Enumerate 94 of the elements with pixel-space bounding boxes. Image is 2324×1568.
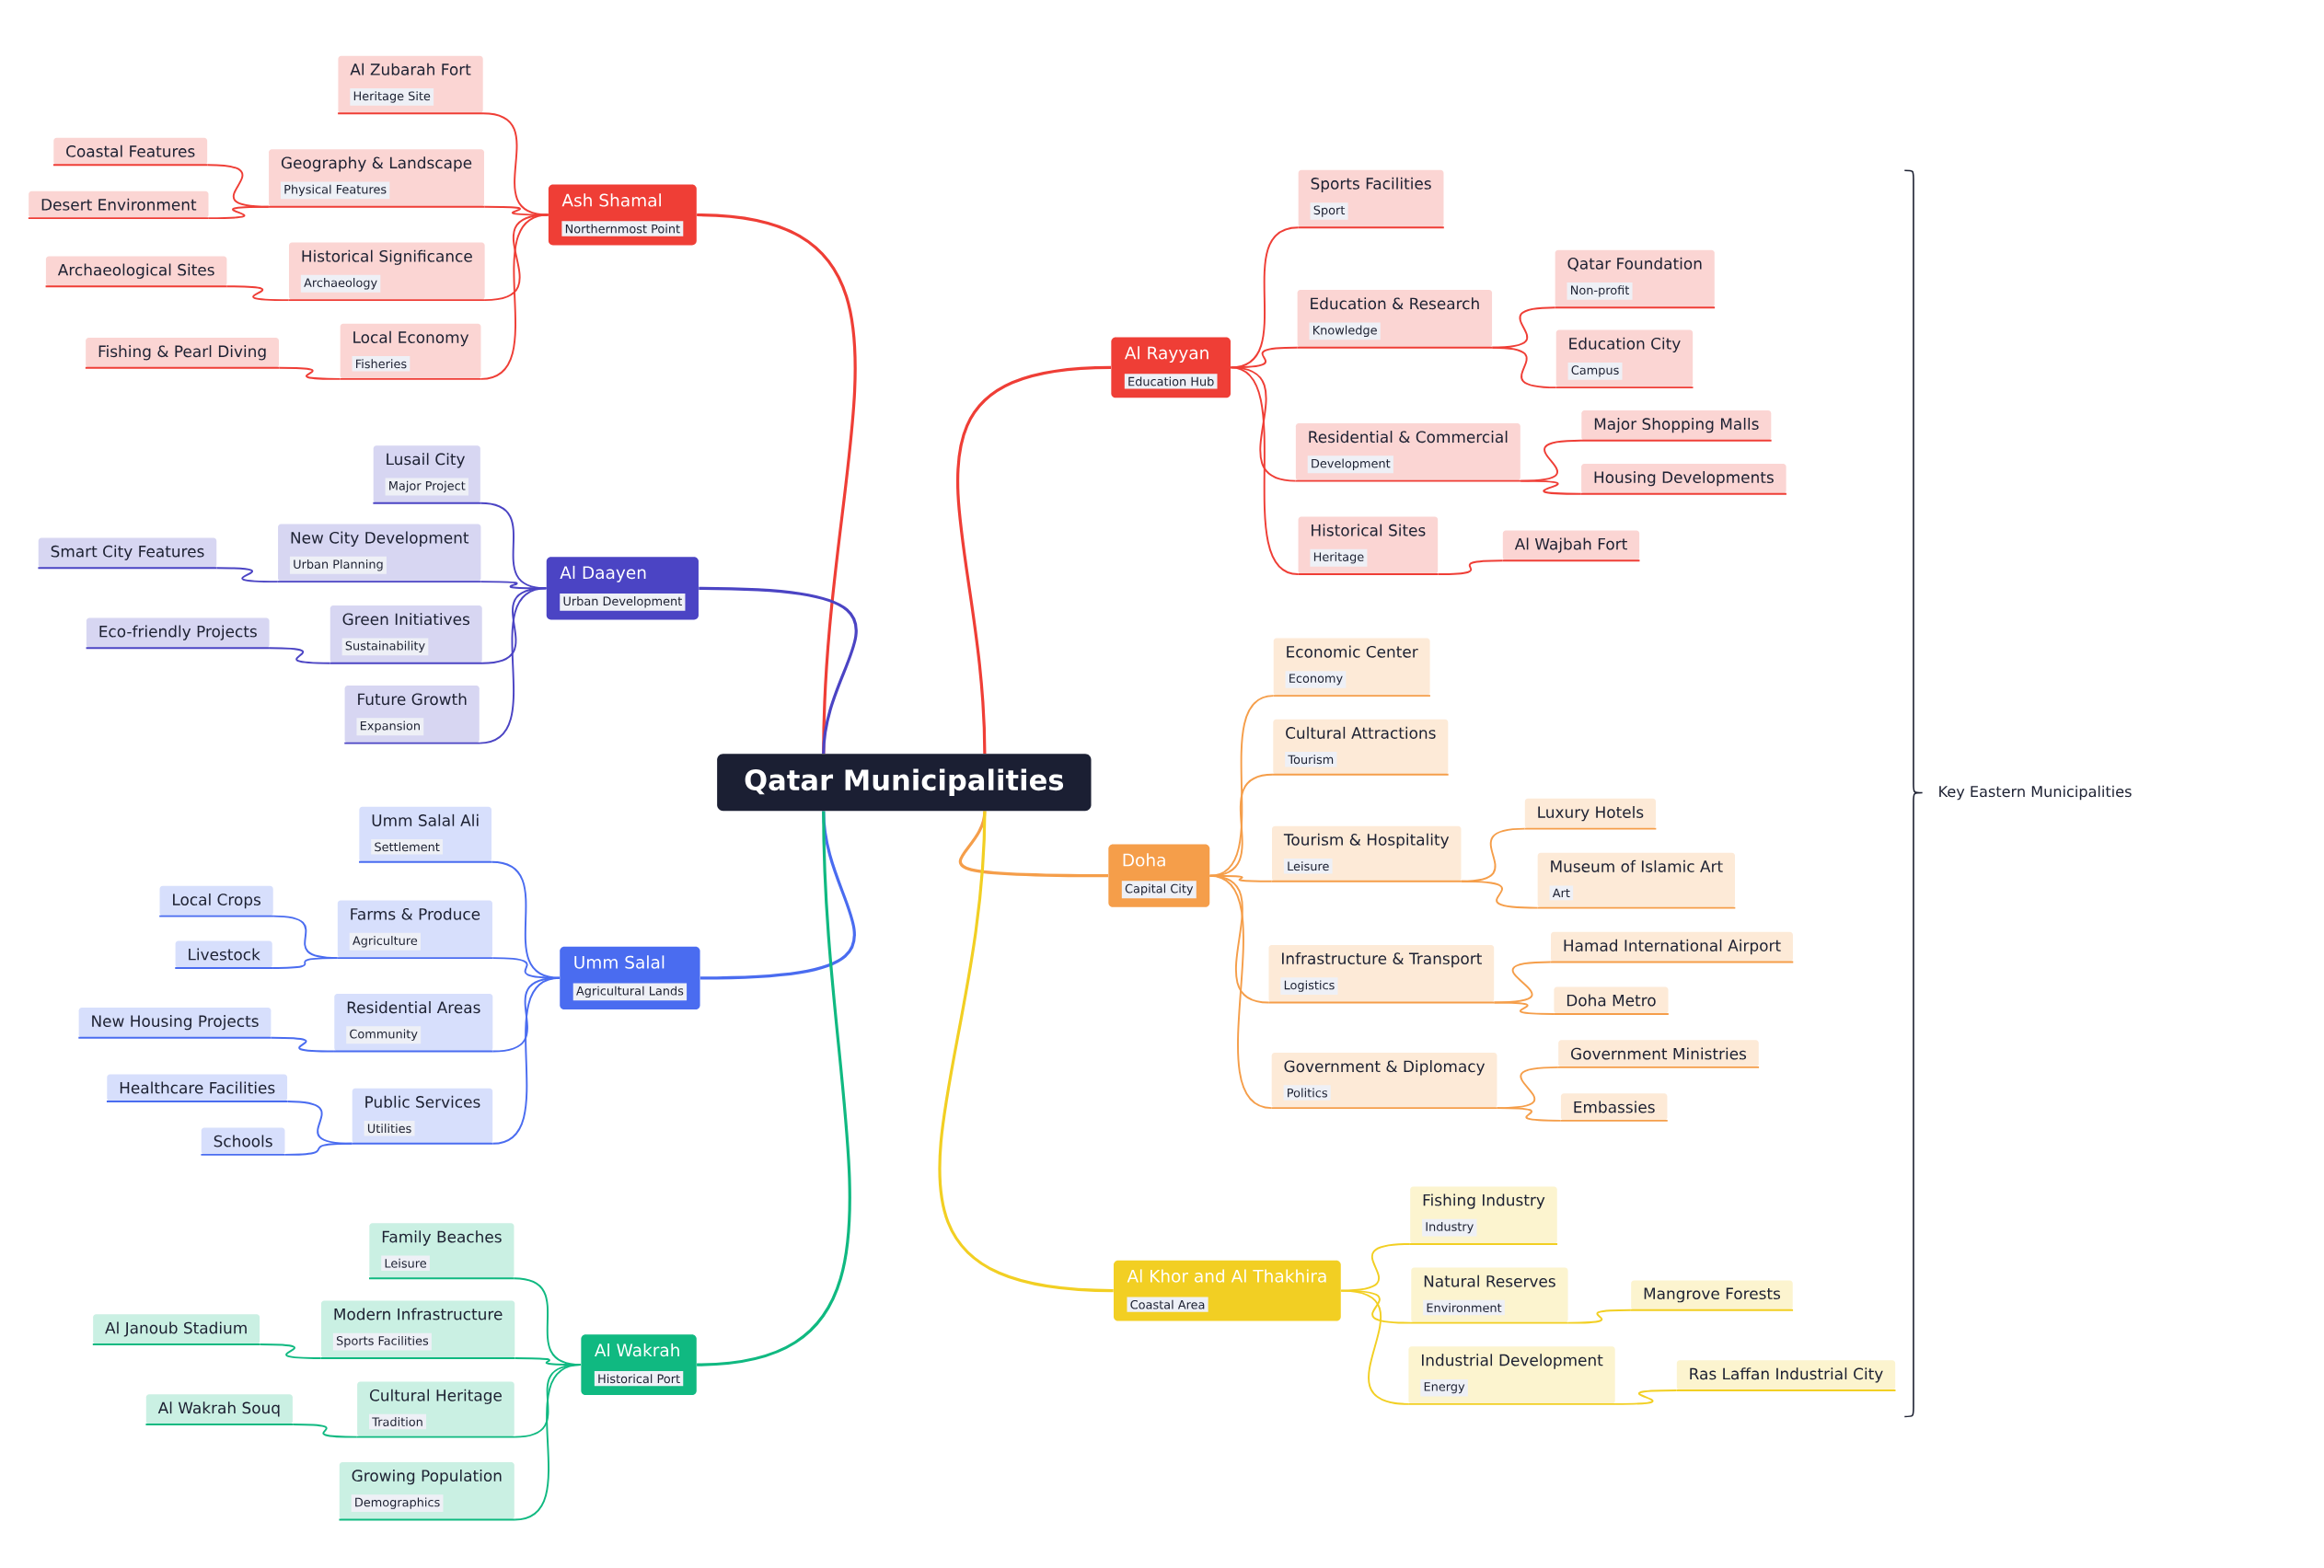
leaf-box: Doha Metro	[1553, 986, 1670, 1015]
leaf-box: Fishing & Pearl Diving	[84, 338, 281, 369]
topic-box: Modern Infrastructure Sports Facilities	[319, 1300, 516, 1359]
central-topic-box: Qatar Municipalities	[717, 754, 1092, 812]
topic-box: Lusail City Major Project	[372, 445, 482, 504]
leaf-box: Desert Environment	[27, 190, 210, 220]
leaf-box: Luxury Hotels	[1523, 799, 1658, 830]
leaf-box: Eco-friendly Projects	[85, 617, 271, 650]
topic-box: Tourism & Hospitality Leisure	[1270, 825, 1463, 882]
leaf-box: Smart City Features	[37, 537, 218, 570]
connector-line	[479, 587, 548, 744]
bracket-label: Key Eastern Municipalities	[1939, 785, 2132, 801]
connector-line	[292, 1424, 358, 1438]
topic-box: Museum of Islamic Art Art	[1536, 852, 1737, 909]
leaf-box: Livestock	[174, 940, 274, 970]
branch-box: Al Wakrah Historical Port	[581, 1334, 697, 1396]
topic-box: New City Development Urban Planning	[276, 524, 482, 583]
topic-box: Fishing Industry Industry	[1408, 1186, 1559, 1245]
connector-line	[1460, 880, 1539, 909]
connector-line	[696, 811, 851, 1366]
connector-line	[699, 586, 858, 755]
connector-line	[1496, 1107, 1562, 1122]
topic-box: Historical Sites Heritage	[1297, 516, 1439, 576]
topic-box: Umm Salal Ali Settlement	[358, 806, 493, 863]
leaf-box: Hamad International Airport	[1549, 931, 1795, 963]
leaf-box: Ras Laffan Industrial City	[1675, 1360, 1897, 1392]
topic-box: Farms & Produce Agriculture	[336, 900, 494, 960]
connector-line	[1491, 346, 1557, 389]
branch-box: Umm Salal Agricultural Lands	[560, 946, 700, 1010]
connector-line	[270, 1036, 335, 1053]
connector-line	[272, 957, 339, 970]
leaf-box: Al Janoub Stadium	[91, 1314, 261, 1346]
leaf-box: Al Wajbah Fort	[1501, 530, 1641, 562]
connector-line	[283, 1142, 353, 1156]
topic-box: Green Initiatives Sustainability	[329, 605, 483, 664]
leaf-box: Schools	[200, 1127, 286, 1156]
topic-box: Local Economy Fisheries	[339, 323, 482, 380]
leaf-box: Local Crops	[158, 886, 274, 917]
leaf-box: Embassies	[1559, 1093, 1669, 1122]
leaf-box: Al Wakrah Souq	[145, 1394, 295, 1426]
topic-box: Education City Campus	[1555, 329, 1694, 389]
topic-box: Family Beaches Leisure	[368, 1223, 515, 1280]
topic-box: Al Zubarah Fort Heritage Site	[337, 55, 484, 115]
connector-line	[938, 811, 1114, 1293]
branch-box: Doha Capital City	[1108, 844, 1210, 907]
leaf-box: Healthcare Facilities	[106, 1074, 289, 1102]
connector-line	[1493, 1001, 1555, 1015]
connector-line	[1230, 366, 1300, 576]
connector-line	[207, 205, 270, 220]
topic-box: Residential Areas Community	[333, 994, 494, 1053]
topic-box: Cultural Attractions Tourism	[1272, 719, 1450, 776]
topic-box: Historical Significance Archaeology	[287, 242, 486, 302]
leaf-box: Mangrove Forests	[1629, 1280, 1795, 1311]
topic-box: Future Growth Expansion	[343, 686, 481, 744]
leaf-box: Government Ministries	[1556, 1040, 1761, 1068]
connector-line	[514, 1364, 582, 1521]
topic-box: Residential & Commercial Development	[1294, 423, 1522, 482]
connector-line	[1208, 874, 1273, 1110]
connector-line	[268, 647, 331, 664]
branch-box: Al Khor and Al Thakhira Coastal Area	[1113, 1260, 1341, 1321]
connector-line	[491, 977, 561, 1145]
leaf-box: Housing Developments	[1579, 464, 1787, 495]
connector-line	[278, 367, 341, 380]
topic-box: Public Services Utilities	[351, 1088, 494, 1145]
connector-line	[1614, 1389, 1678, 1405]
topic-box: Economic Center Economy	[1272, 638, 1431, 698]
topic-box: Industrial Development Energy	[1407, 1346, 1616, 1405]
connector-line	[215, 567, 279, 583]
connector-line	[480, 213, 549, 380]
topic-box: Cultural Heritage Tradition	[355, 1381, 516, 1438]
topic-box: Infrastructure & Transport Logistics	[1267, 945, 1496, 1004]
leaf-box: New Housing Projects	[77, 1008, 272, 1039]
connector-line	[1567, 1309, 1632, 1324]
topic-box: Natural Reserves Environment	[1409, 1267, 1569, 1324]
connector-line	[1340, 1289, 1410, 1405]
connector-line	[1520, 479, 1582, 495]
topic-box: Qatar Foundation Non-profit	[1554, 249, 1717, 309]
connector-line	[1437, 559, 1504, 576]
connector-line	[482, 112, 549, 216]
connector-line	[259, 1343, 322, 1359]
leaf-box: Coastal Features	[52, 137, 209, 167]
topic-box: Sports Facilities Sport	[1297, 169, 1445, 229]
topic-box: Geography & Landscape Physical Features	[267, 149, 486, 208]
connector-line	[1230, 366, 1297, 482]
branch-box: Ash Shamal Northernmost Point	[548, 184, 697, 246]
branch-box: Al Rayyan Education Hub	[1111, 337, 1231, 398]
topic-box: Education & Research Knowledge	[1296, 290, 1494, 349]
branch-box: Al Daayen Urban Development	[546, 557, 699, 620]
leaf-box: Archaeological Sites	[44, 256, 228, 288]
connector-line	[956, 365, 1112, 755]
connector-line	[225, 285, 290, 302]
leaf-box: Major Shopping Malls	[1580, 410, 1773, 442]
topic-box: Government & Diplomacy Politics	[1270, 1053, 1498, 1110]
topic-box: Growing Population Demographics	[338, 1462, 516, 1521]
